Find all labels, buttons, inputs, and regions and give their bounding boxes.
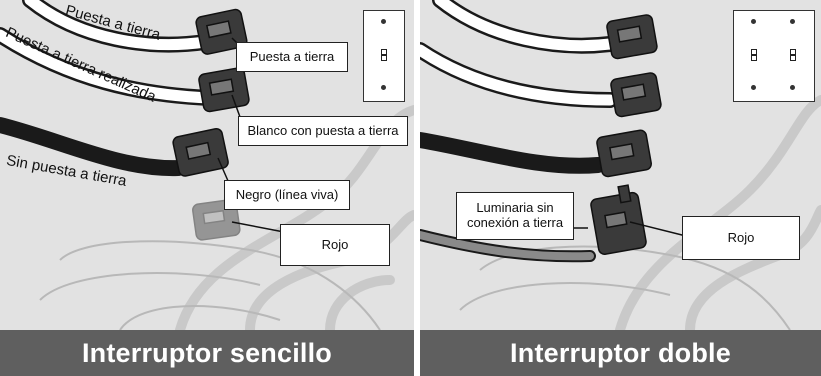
callout-ground: Puesta a tierra xyxy=(236,42,348,72)
single-switch-illustration xyxy=(0,0,414,330)
plate-screw xyxy=(381,19,386,24)
toggle-switch-icon xyxy=(751,49,757,61)
callout-ungrounded-fixture: Luminaria sin conexión a tierra xyxy=(456,192,574,240)
wall-plate xyxy=(363,10,405,102)
callout-red: Rojo xyxy=(280,224,390,266)
wall-plate-double xyxy=(733,10,815,102)
toggle-switch-icon xyxy=(790,49,796,61)
panel-divider xyxy=(414,0,420,376)
plate-screw xyxy=(381,85,386,90)
single-switch-title: Interruptor sencillo xyxy=(0,330,414,376)
callout-red-double: Rojo xyxy=(682,216,800,260)
double-switch-title: Interruptor doble xyxy=(420,330,821,376)
toggle-switch-icon xyxy=(381,49,387,61)
double-switch-panel: Luminaria sin conexión a tierra Rojo Int… xyxy=(420,0,821,376)
callout-black-live: Negro (línea viva) xyxy=(224,180,350,210)
plate-screw xyxy=(790,19,795,24)
connectors xyxy=(172,8,250,241)
plate-screw xyxy=(790,85,795,90)
plate-screw xyxy=(751,85,756,90)
plate-screw xyxy=(751,19,756,24)
single-switch-panel: Puesta a tierra Puesta a tierra realizad… xyxy=(0,0,414,376)
callout-white-grounded: Blanco con puesta a tierra xyxy=(238,116,408,146)
